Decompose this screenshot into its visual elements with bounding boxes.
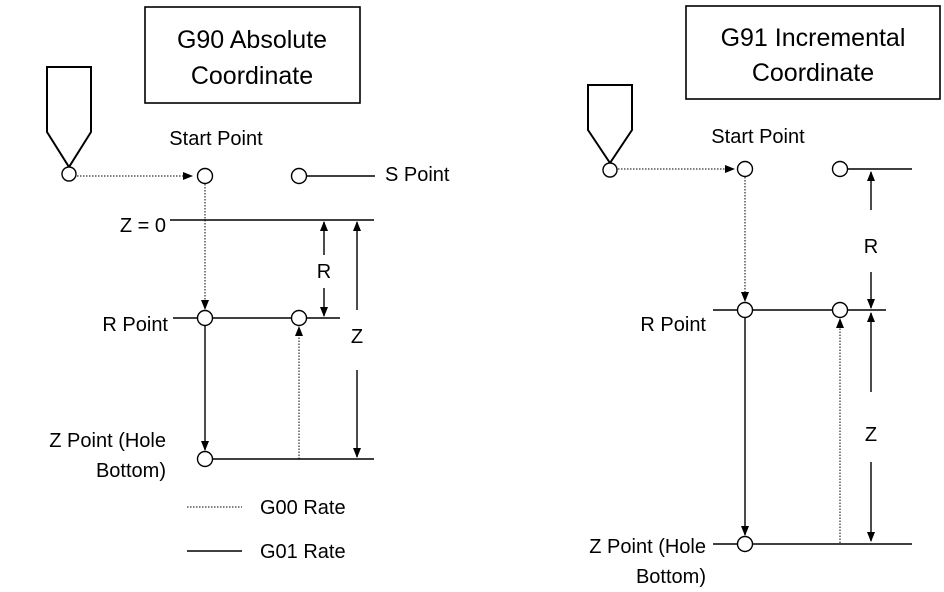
s-point-marker — [290, 167, 308, 185]
r-point-marker — [736, 301, 754, 319]
r-point-marker — [196, 309, 214, 327]
incremental-title-frame — [685, 5, 941, 100]
z-point-marker — [736, 535, 754, 553]
r-dimension: R — [864, 171, 878, 309]
incremental-title-box: G91 Incremental Coordinate — [685, 5, 941, 100]
incremental-panel: G91 Incremental Coordinate Start Point R… — [587, 5, 941, 588]
tool-tip-point — [602, 162, 618, 178]
s-point-marker — [831, 160, 849, 178]
r-return-marker — [831, 301, 849, 319]
tool-body — [587, 84, 633, 165]
z-dimension: Z — [865, 312, 877, 542]
start-point-marker — [736, 160, 754, 178]
r-dim-label: R — [317, 261, 331, 283]
incremental-title-line2: Coordinate — [752, 59, 874, 87]
r-point-label: R Point — [640, 314, 706, 336]
legend-g00-label: G00 Rate — [260, 497, 346, 519]
tool-body — [46, 66, 92, 169]
s-point-label: S Point — [385, 164, 450, 186]
legend: G00 Rate G01 Rate — [187, 497, 346, 563]
z-point-marker — [196, 450, 214, 468]
tool-icon — [46, 66, 92, 182]
z-point-label-line2: Bottom) — [96, 460, 166, 482]
start-point-marker — [196, 167, 214, 185]
r-dim-label: R — [864, 236, 878, 258]
z-dimension: Z — [351, 221, 363, 458]
z-dim-label: Z — [865, 424, 877, 446]
r-dimension: R — [317, 221, 331, 317]
tool-tip-point — [61, 166, 77, 182]
absolute-title-line1: G90 Absolute — [177, 26, 327, 54]
z-dim-label: Z — [351, 326, 363, 348]
absolute-title-line2: Coordinate — [191, 62, 313, 90]
r-return-marker — [290, 309, 308, 327]
start-point-label: Start Point — [711, 126, 805, 148]
z-point-label-line2: Bottom) — [636, 566, 706, 588]
tool-icon — [587, 84, 633, 178]
absolute-title-frame — [144, 6, 361, 104]
legend-g01-label: G01 Rate — [260, 541, 346, 563]
absolute-title-box: G90 Absolute Coordinate — [144, 6, 361, 104]
start-point-label: Start Point — [169, 128, 263, 150]
z-point-label-line1: Z Point (Hole — [589, 536, 706, 558]
incremental-title-line1: G91 Incremental — [721, 24, 906, 52]
z-zero-label: Z = 0 — [120, 215, 166, 237]
absolute-panel: G90 Absolute Coordinate Start Point S Po… — [46, 6, 450, 482]
z-point-label-line1: Z Point (Hole — [49, 430, 166, 452]
r-point-label: R Point — [102, 314, 168, 336]
